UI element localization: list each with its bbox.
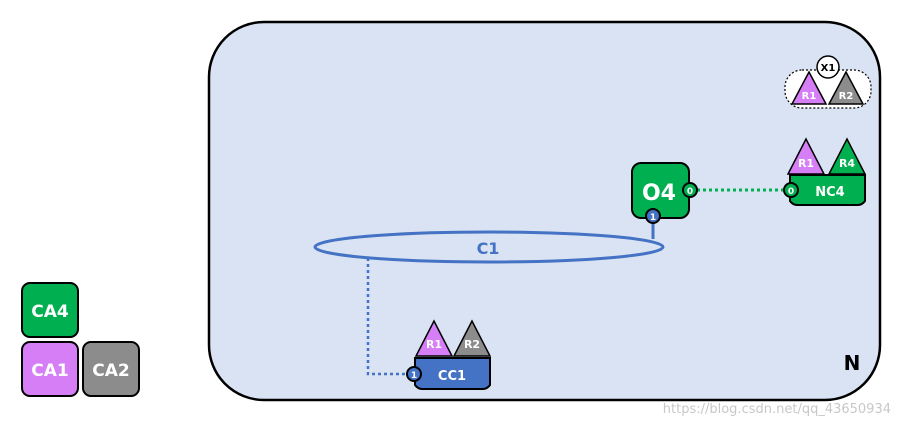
cc1-role-r2-triangle [452,319,492,357]
cc1-port-label: 1 [411,371,417,381]
node-cc1[interactable]: R1 R2 CC1 1 [406,319,492,390]
o4-label: O4 [642,181,676,206]
cc1-ring-link [366,258,406,376]
cc1-role-r1-label: R1 [426,338,442,351]
node-nc4[interactable]: R1 R4 NC4 0 [783,137,867,206]
x1-role-r1-label: R1 [802,91,817,102]
x1-role-r1-triangle [790,70,828,105]
legend-ca1-label: CA1 [31,361,68,381]
node-o4[interactable]: O4 0 1 [631,162,698,224]
network-area [207,20,882,402]
nc4-role-r4-label: R4 [839,157,855,170]
watermark: https://blog.csdn.net/qq_43650934 [663,402,891,417]
legend-ca2-box [82,341,140,397]
cc1-body [414,357,491,390]
exclusion-group-x1: R1 R2 X1 [784,55,872,109]
x1-label: X1 [821,63,836,74]
cc1-label: CC1 [438,369,466,384]
legend-ca4-box [21,282,79,338]
o4-port-1-label: 1 [650,213,656,223]
cc1-role-r1-triangle [414,319,454,357]
nc4-role-r1-label: R1 [798,157,814,170]
nc4-body [789,174,866,206]
ring-c1-label: C1 [477,239,500,258]
cc1-role-r2-label: R2 [464,338,480,351]
legend-ca4-label: CA4 [31,302,69,322]
x1-role-r2-triangle [827,70,865,105]
legend: CA4 CA1 CA2 [21,282,140,397]
network-label: N [844,351,861,375]
nc4-port[interactable] [783,182,799,198]
cc1-port[interactable] [406,366,422,382]
nc4-label: NC4 [815,185,844,200]
x1-badge [816,55,840,79]
legend-ca1-box [21,341,79,397]
o4-port-0-label: 0 [687,187,693,197]
x1-role-r2-label: R2 [839,91,854,102]
o4-port-1[interactable] [645,208,661,224]
legend-ca2-label: CA2 [92,361,129,381]
ring-c1 [313,230,665,264]
nc4-port-label: 0 [788,187,794,197]
o4-port-0[interactable] [682,182,698,198]
